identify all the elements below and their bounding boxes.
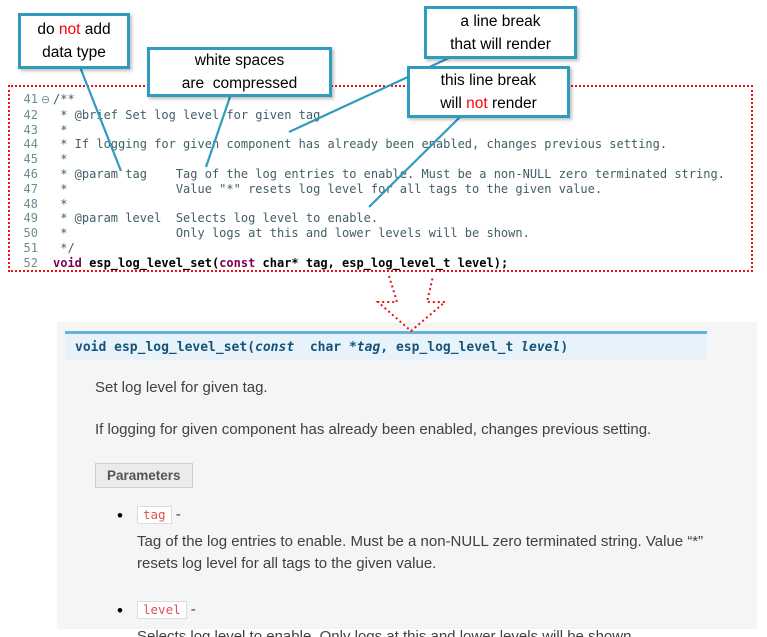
function-signature: void esp_log_level_set(const char *tag, … (65, 331, 707, 360)
sig-function-name: esp_log_level_set( (106, 340, 256, 355)
line-number: 43 (23, 122, 38, 137)
code-text: /** (53, 92, 75, 106)
parameters-heading: Parameters (95, 463, 193, 488)
sig-param-tag: tag (356, 340, 381, 355)
line-number: 46 (23, 166, 38, 181)
declaration-rest: char* tag, esp_log_level_t level); (255, 255, 509, 270)
callout-whitespace-compressed: white spaces are compressed (147, 47, 332, 97)
code-line: 46 * @param tag Tag of the log entries t… (16, 167, 747, 182)
param-name-tag: tag (137, 506, 172, 524)
param-desc-tag: Tag of the log entries to enable. Must b… (137, 533, 704, 572)
code-text: * Value "*" resets log level for all tag… (53, 181, 603, 196)
line-number: 48 (23, 196, 38, 211)
line-number: 52 (23, 255, 38, 270)
fold-minus-icon: ⊖ (40, 93, 51, 106)
callout-no-data-type: do not add data type (18, 13, 130, 69)
line-number: 50 (23, 226, 38, 241)
code-line: 44 * If logging for given component has … (16, 137, 747, 152)
code-editor-panel: 41⊖/** 42 * @brief Set log level for giv… (8, 85, 753, 272)
parameter-list: tag - Tag of the log entries to enable. … (115, 506, 743, 637)
line-number: 42 (23, 107, 38, 122)
code-text: * If logging for given component has alr… (53, 137, 668, 152)
line-number: 51 (23, 240, 38, 255)
line-number: 45 (23, 152, 38, 167)
sig-keyword-const: const (255, 340, 295, 355)
line-number: 49 (23, 211, 38, 226)
sig-param-level: level (521, 340, 561, 355)
code-text: * @param level Selects log level to enab… (53, 211, 379, 226)
code-line: 42 * @brief Set log level for given tag (16, 108, 747, 123)
detail-description: If logging for given component has alrea… (95, 421, 652, 438)
callout-line-break-not-render: this line break will not render (407, 66, 570, 118)
brief-description: Set log level for given tag. (95, 379, 268, 396)
code-line: 45 * (16, 152, 747, 167)
param-name-level: level (137, 601, 187, 619)
rendered-docs-panel: void esp_log_level_set(const char *tag, … (57, 322, 757, 637)
line-number: 41 (23, 92, 38, 106)
code-text: * (53, 152, 68, 167)
emphasis-not: not (58, 21, 81, 38)
emphasis-not: not (466, 95, 488, 112)
code-text: * (53, 196, 68, 211)
code-line: 43 * (16, 123, 747, 138)
keyword-const: const (219, 255, 256, 270)
parameter-item-level: level - Selects log level to enable. Onl… (115, 601, 743, 637)
line-number: 44 (23, 137, 38, 152)
code-line: 50 * Only logs at this and lower levels … (16, 226, 747, 241)
code-line: 41⊖/** (16, 92, 747, 108)
code-text: * Only logs at this and lower levels wil… (53, 226, 530, 241)
code-line: 49 * @param level Selects log level to e… (16, 211, 747, 226)
code-line: 47 * Value "*" resets log level for all … (16, 182, 747, 197)
code-text: * @brief Set log level for given tag (53, 107, 321, 122)
parameter-item-tag: tag - Tag of the log entries to enable. … (115, 506, 743, 575)
function-name: esp_log_level_set( (81, 255, 220, 270)
code-line: 48 * (16, 197, 747, 212)
sig-keyword-void: void (75, 340, 107, 355)
line-number: 47 (23, 181, 38, 196)
code-line-declaration: 52 void esp_log_level_set(const char* tag… (16, 256, 747, 271)
code-line: 51 */ (16, 241, 747, 256)
keyword-void: void (53, 255, 82, 270)
code-text: */ (53, 240, 75, 255)
code-text: * (53, 122, 68, 137)
param-desc-level: Selects log level to enable. Only logs a… (137, 628, 636, 637)
callout-line-break-renders: a line break that will render (424, 6, 577, 59)
code-text: * @param tag Tag of the log entries to e… (53, 166, 725, 181)
